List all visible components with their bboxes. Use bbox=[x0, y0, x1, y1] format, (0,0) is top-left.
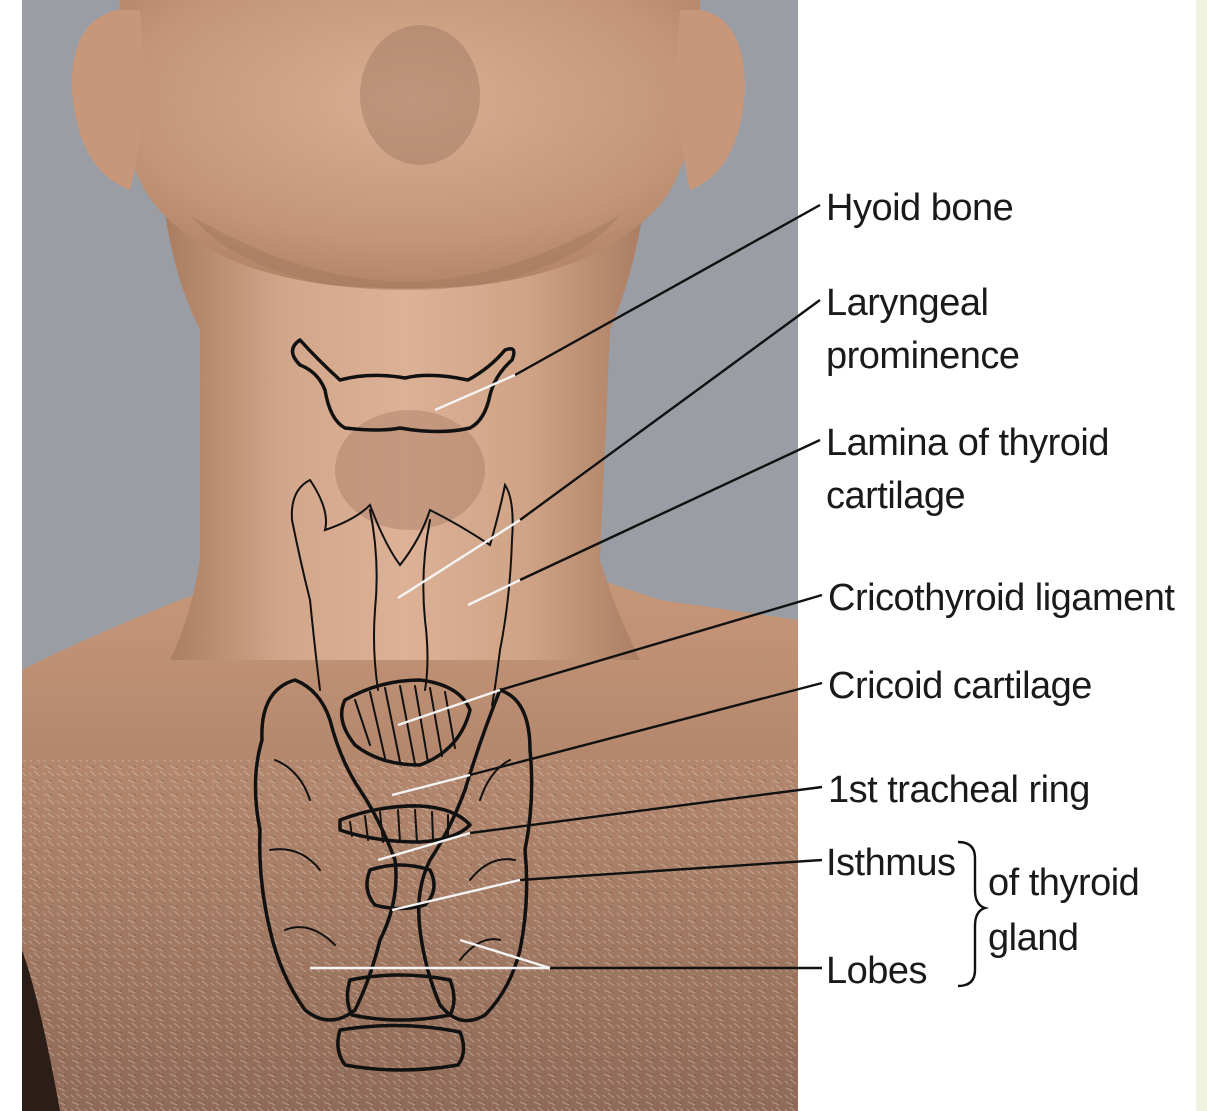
chin-shadow bbox=[360, 25, 480, 165]
label-hyoid-bone: Hyoid bone bbox=[826, 187, 1013, 229]
label-cricothyroid-ligament: Cricothyroid ligament bbox=[828, 577, 1175, 619]
thyroid-gland-brace bbox=[958, 842, 985, 986]
label-gland: gland bbox=[988, 917, 1078, 959]
label-laryngeal-line2: prominence bbox=[826, 335, 1020, 377]
label-of-thyroid: of thyroid bbox=[988, 862, 1139, 904]
label-cricoid-cartilage: Cricoid cartilage bbox=[828, 665, 1092, 707]
label-laryngeal-line1: Laryngeal bbox=[826, 282, 988, 324]
label-lamina-line2: cartilage bbox=[826, 475, 965, 517]
label-lobes: Lobes bbox=[826, 950, 927, 992]
chest-hair bbox=[22, 760, 798, 1111]
label-lamina-line1: Lamina of thyroid bbox=[826, 422, 1109, 464]
side-strip bbox=[1196, 0, 1207, 1111]
label-isthmus: Isthmus bbox=[826, 842, 956, 884]
label-first-tracheal-ring: 1st tracheal ring bbox=[828, 769, 1090, 811]
